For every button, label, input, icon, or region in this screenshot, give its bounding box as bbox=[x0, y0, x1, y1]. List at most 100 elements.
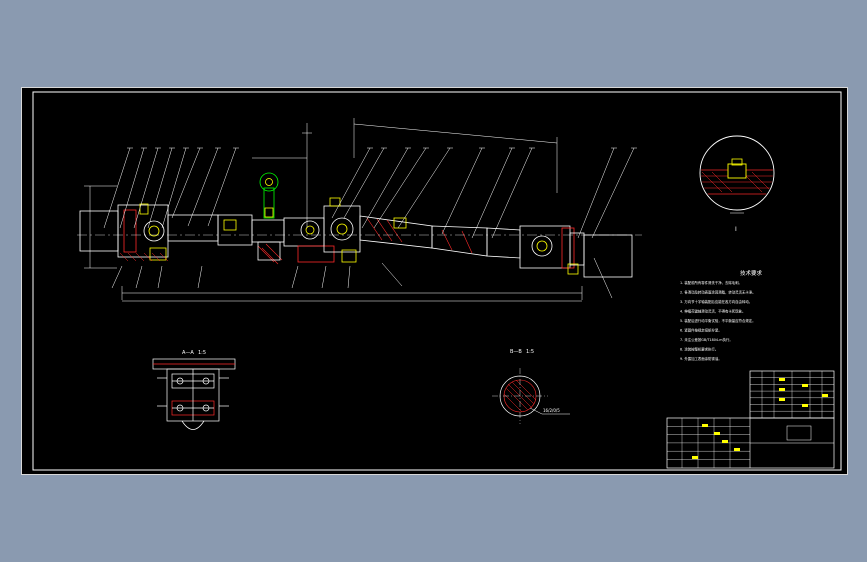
note-line: 6. 紧固件按规定扭矩拧紧。 bbox=[680, 328, 722, 333]
mid-grease-fitting bbox=[329, 197, 341, 207]
left-yoke bbox=[117, 204, 169, 258]
grease-fitting bbox=[139, 203, 149, 215]
mid-cross-center bbox=[305, 225, 315, 235]
support-sleeve bbox=[251, 219, 285, 243]
mid-yoke bbox=[283, 217, 325, 247]
support-base bbox=[257, 241, 281, 261]
left-cross-bearing bbox=[143, 220, 165, 242]
hatch-line bbox=[143, 252, 153, 262]
right-cross-bearing bbox=[531, 235, 553, 257]
right-flange-plate bbox=[569, 232, 585, 266]
note-line: 5. 装配后进行动平衡试验，不平衡量应符合规定。 bbox=[680, 318, 756, 323]
hatch-line bbox=[135, 252, 145, 262]
hatch-line bbox=[119, 252, 129, 262]
support-arm bbox=[263, 187, 275, 219]
mid-flange-center bbox=[336, 223, 348, 235]
leader-line bbox=[373, 147, 427, 229]
leader-line bbox=[321, 265, 327, 289]
right-lower-cap bbox=[567, 263, 579, 275]
leader-line bbox=[187, 147, 219, 227]
telescoping-shaft bbox=[359, 215, 433, 249]
note-line: 2. 各滑动及转动表面涂润滑脂，转动灵活无卡滞。 bbox=[680, 290, 756, 295]
leader-line bbox=[397, 147, 451, 229]
mid-flange-bearing bbox=[330, 217, 354, 241]
leader-line bbox=[361, 147, 409, 229]
leader-line bbox=[441, 147, 483, 235]
notes-heading: 技术要求 bbox=[740, 269, 763, 277]
note-line: 9. 外露加工表面涂防锈油。 bbox=[680, 356, 722, 361]
lower-bearing-cap bbox=[149, 247, 167, 261]
title-block-entry bbox=[734, 448, 740, 451]
leader-line bbox=[331, 147, 371, 219]
section-view-b bbox=[492, 368, 570, 424]
leader-line bbox=[147, 147, 173, 229]
leader-line bbox=[197, 265, 203, 289]
left-yoke-hatch bbox=[123, 209, 137, 253]
title-block-entry bbox=[802, 404, 808, 407]
right-tube bbox=[486, 227, 521, 259]
right-yoke bbox=[519, 225, 571, 269]
dimension-lines bbox=[84, 118, 613, 302]
note-line: 8. 涂装按整机要求执行。 bbox=[680, 347, 718, 352]
hatch-line bbox=[151, 252, 161, 262]
technical-notes: 1. 装配前所有零件清洗干净，去除毛刺。 2. 各滑动及转动表面涂润滑脂，转动灵活… bbox=[680, 280, 756, 361]
inner-frame bbox=[32, 91, 842, 471]
spline-sleeve bbox=[431, 225, 488, 257]
title-block-entry bbox=[779, 388, 785, 391]
hatch-line bbox=[159, 252, 169, 262]
right-flange-hatch bbox=[561, 227, 575, 269]
leader-line bbox=[491, 147, 533, 239]
left-flange bbox=[79, 210, 119, 252]
section-view-a bbox=[152, 358, 236, 430]
title-block-entry bbox=[722, 440, 728, 443]
leader-line bbox=[111, 265, 123, 289]
title-block-entry bbox=[802, 384, 808, 387]
right-cross-center bbox=[536, 240, 548, 252]
title-block-entry bbox=[714, 432, 720, 435]
support-pulley bbox=[259, 172, 279, 192]
note-line: 4. 伸缩花键轴滑动灵活，不得有卡死现象。 bbox=[680, 309, 745, 314]
note-line: 1. 装配前所有零件清洗干净，去除毛刺。 bbox=[680, 280, 742, 285]
section-a-label: A—A bbox=[182, 350, 194, 356]
support-hatch bbox=[257, 243, 283, 265]
drawing-sheet: I 技术要求 1. 装配前所有零件清洗干净，去除毛刺。 2. 各滑动及转动表面涂润… bbox=[21, 87, 848, 475]
mid-cross-bearing bbox=[300, 220, 320, 240]
leader-line bbox=[103, 147, 131, 229]
drawing-canvas: I 技术要求 1. 装配前所有零件清洗干净，去除毛刺。 2. 各滑动及转动表面涂润… bbox=[32, 91, 842, 471]
title-block-entry bbox=[822, 394, 828, 397]
leader-line bbox=[157, 265, 163, 289]
leader-line bbox=[171, 147, 201, 219]
leader-line bbox=[343, 147, 385, 219]
title-block-entry bbox=[692, 456, 698, 459]
section-b-scale: 1:5 bbox=[526, 349, 534, 355]
shaft-hatch bbox=[366, 217, 403, 243]
right-flange-body bbox=[583, 234, 633, 278]
title-block bbox=[666, 370, 835, 469]
leader-lines bbox=[103, 147, 637, 289]
leader-line bbox=[591, 147, 635, 239]
spline-annotation: 16/2/0/5 bbox=[543, 408, 560, 413]
leader-line bbox=[133, 147, 159, 229]
leader-line bbox=[161, 147, 187, 229]
leader-line bbox=[347, 265, 351, 289]
mid-lower-hatch bbox=[297, 245, 335, 263]
support-pulley-hub bbox=[265, 178, 273, 186]
note-line: 3. 万向节十字轴装配后应能在各方向自由转动。 bbox=[680, 299, 752, 304]
note-line: 7. 未注公差按GB/T1804-m执行。 bbox=[680, 337, 733, 342]
center-bearing-mark bbox=[223, 219, 237, 231]
leader-line bbox=[381, 262, 403, 287]
leader-line bbox=[291, 265, 299, 289]
sleeve-hatch bbox=[441, 229, 473, 254]
mid-lower-cap bbox=[341, 249, 357, 263]
leader-line bbox=[471, 147, 513, 239]
shaft-grease bbox=[393, 217, 407, 229]
left-cross-center bbox=[148, 225, 160, 237]
title-block-entry bbox=[779, 398, 785, 401]
leader-line bbox=[119, 147, 145, 229]
drive-shaft-assembly bbox=[79, 172, 633, 278]
detail-view-label: I bbox=[735, 226, 737, 233]
section-b-label: B—B bbox=[510, 349, 522, 355]
section-a-scale: 1:5 bbox=[198, 350, 206, 356]
hatch-line bbox=[127, 252, 137, 262]
